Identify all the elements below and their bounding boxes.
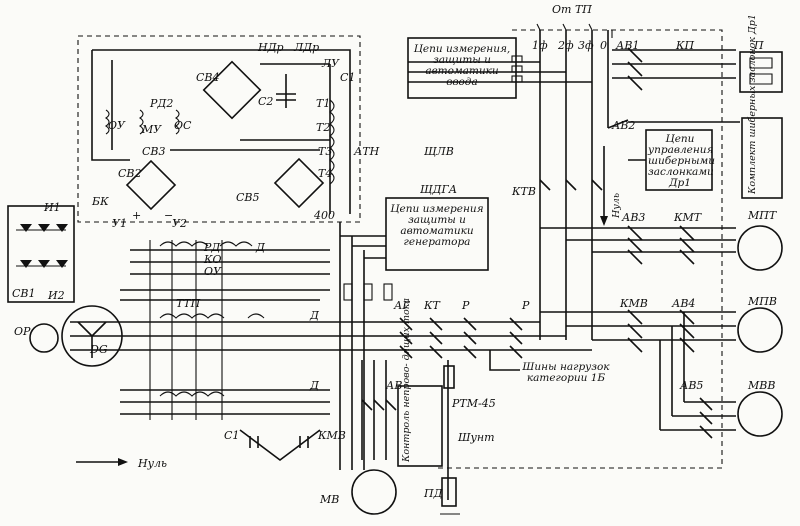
regulator-cabinet-border <box>77 35 361 223</box>
control-box <box>397 385 443 467</box>
label-sv4: СВ4 <box>196 71 220 84</box>
label-rtm: РТМ-45 <box>452 397 496 410</box>
label-r1: Р <box>462 299 470 312</box>
label-from-tp: От ТП <box>552 3 592 16</box>
block-control: Контроль непрово- дящих тока <box>401 297 412 462</box>
label-sv5: СВ5 <box>236 191 260 204</box>
label-ou-left: ОУ <box>108 119 125 132</box>
label-av3: АВ3 <box>622 211 646 224</box>
label-sv3: СВ3 <box>142 145 166 158</box>
label-kmv: КМВ <box>620 297 648 310</box>
label-p: П <box>754 39 764 52</box>
meas-input-box <box>407 37 517 99</box>
label-or: ОР <box>14 325 31 338</box>
label-av5: АВ5 <box>680 379 704 392</box>
label-plus: + <box>132 209 142 222</box>
label-ag: АГ <box>394 299 410 312</box>
label-mvv: МВВ <box>748 379 776 392</box>
exciter-or <box>29 323 59 353</box>
motor-mpv <box>737 307 783 353</box>
input-bus <box>539 30 609 340</box>
label-shunt: Шунт <box>458 431 495 444</box>
label-ou: ОУ <box>204 265 221 278</box>
label-u2: У2 <box>172 217 187 230</box>
motor-mvv <box>737 391 783 437</box>
label-ktv: КТВ <box>512 185 536 198</box>
label-i1: И1 <box>44 201 61 214</box>
block-meas-input: Цепи измерения, защиты и автоматики ввод… <box>413 43 511 89</box>
label-d3: Д <box>310 379 319 392</box>
label-mv: МВ <box>320 493 340 506</box>
label-rd: РД <box>204 241 221 254</box>
label-pd: ПД <box>424 487 443 500</box>
label-kmt: КМТ <box>674 211 702 224</box>
generator-dg <box>61 305 123 367</box>
rectifier-box <box>7 205 75 303</box>
label-zero: 0 <box>600 39 607 52</box>
label-t3: Т3 <box>318 145 333 158</box>
kp-lines <box>612 49 736 79</box>
label-c1: С1 <box>224 429 240 442</box>
label-t2: Т2 <box>316 121 331 134</box>
label-i2: И2 <box>48 289 65 302</box>
label-av1: АВ1 <box>616 39 640 52</box>
motor-mv <box>351 469 397 515</box>
label-phase-1: 1ф <box>532 39 548 52</box>
label-sv2: СВ2 <box>118 167 142 180</box>
gen-meas-box <box>385 197 489 271</box>
label-av2: АВ2 <box>612 119 636 132</box>
label-d1: Д <box>256 241 265 254</box>
label-t1: Т1 <box>316 97 331 110</box>
p-box <box>739 51 783 93</box>
label-mpv: МПВ <box>748 295 777 308</box>
label-bk: БК <box>92 195 109 208</box>
label-ko: КО <box>204 253 222 266</box>
label-lu: ЛУ <box>322 57 340 70</box>
label-u1: У1 <box>112 217 127 230</box>
label-dg: DG <box>90 343 108 356</box>
label-d2: Д <box>310 309 319 322</box>
label-ttp: ТТП <box>176 297 201 310</box>
label-mpt: МПТ <box>748 209 777 222</box>
label-t4: Т4 <box>318 167 333 180</box>
label-r2: Р <box>522 299 530 312</box>
label-nul-top: Нуль <box>611 192 622 218</box>
label-atn: АТН <box>354 145 380 158</box>
label-sv1: СВ1 <box>12 287 36 300</box>
motor-mpt <box>737 225 783 271</box>
label-c1-top: С1 <box>340 71 356 84</box>
label-phase-3: 3ф <box>578 39 594 52</box>
label-av: АВ <box>386 379 403 392</box>
label-phase-2: 2ф <box>558 39 574 52</box>
block-shutter-ctrl: Цепи управления шиберными заслонками Др1 <box>648 133 715 190</box>
label-c2: С2 <box>258 95 274 108</box>
label-kmv-left: КМВ <box>318 429 346 442</box>
label-400: 400 <box>314 209 335 222</box>
label-av4: АВ4 <box>672 297 696 310</box>
label-oc: ОС <box>174 119 192 132</box>
label-kp: КП <box>676 39 695 52</box>
label-shchdga: ЩДГА <box>420 183 458 196</box>
label-ndr: НДр <box>258 41 284 54</box>
label-kt: КТ <box>424 299 440 312</box>
label-nul-bottom: Нуль <box>138 457 167 470</box>
label-minus: − <box>164 209 174 222</box>
label-mu: МУ <box>142 123 162 136</box>
shutter-set-box <box>741 117 783 199</box>
block-shutter-set: Комплект шиберных заслонок Др1 <box>747 14 758 194</box>
label-shchlv: ЩЛВ <box>424 145 454 158</box>
label-rd2: РД2 <box>150 97 174 110</box>
block-gen-meas: Цепи измерения защиты и автоматики генер… <box>390 203 484 249</box>
block-load-buses: Шины нагрузок категории 1Б <box>522 361 610 385</box>
label-ldr: ЛДр <box>294 41 320 54</box>
gen-bus <box>70 321 592 351</box>
